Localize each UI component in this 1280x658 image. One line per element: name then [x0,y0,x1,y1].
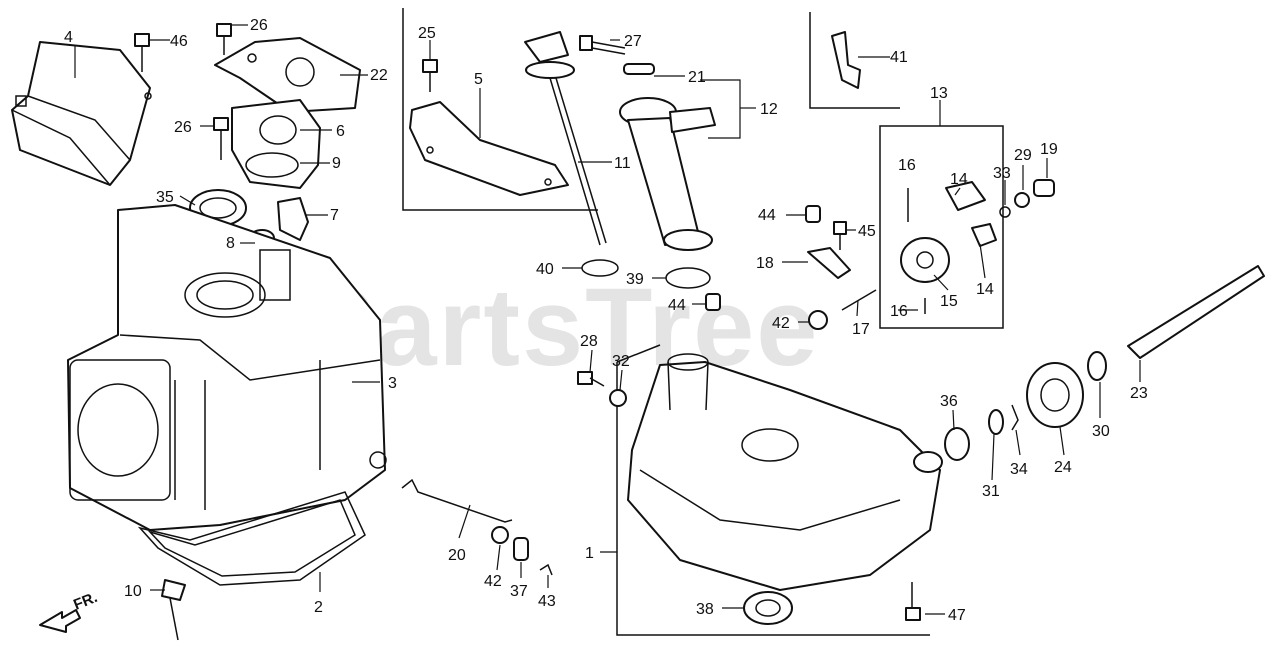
callout-32: 32 [612,353,630,370]
callout-30: 30 [1092,423,1110,440]
callout-16b: 16 [890,303,908,320]
part-20-arm [401,478,513,523]
callout-24: 24 [1054,459,1072,476]
callout-labels: 1 2 3 4 5 6 7 8 9 10 11 12 13 14 14 15 1… [64,17,1148,624]
watermark: PartsTree [300,266,819,389]
callout-43: 43 [538,593,556,610]
part-11-dipstick [524,31,607,246]
callout-3: 3 [388,375,397,392]
callout-42a: 42 [772,315,790,332]
part-2-gasket [137,491,366,586]
part-47-bolt [905,582,921,621]
callout-14b: 14 [976,281,994,298]
part-41-lever [831,31,861,89]
callout-18: 18 [756,255,774,272]
part-13-governor [900,179,1055,314]
callout-40: 40 [536,261,554,278]
callout-34: 34 [1010,461,1028,478]
callout-37: 37 [510,583,528,600]
callout-4: 4 [64,29,73,46]
callout-5: 5 [474,71,483,88]
part-24-gear [1026,362,1084,428]
callout-2: 2 [314,599,323,616]
part-6-chamber [231,99,321,189]
part-36-oil-seal [944,427,970,461]
group-box-lever [809,12,900,109]
part-5-gasket [409,101,569,196]
group-box-crankcase-top [616,344,661,363]
callout-22: 22 [370,67,388,84]
callout-28: 28 [580,333,598,350]
part-28-bolt [577,371,605,387]
callout-10: 10 [124,583,142,600]
callout-26b: 26 [174,119,192,136]
callout-31: 31 [982,483,1000,500]
part-4-bracket [11,41,152,186]
part-1-crankcase-cover [627,353,943,591]
part-18-arm [807,247,851,279]
group-box-dipstick [402,8,598,211]
callout-13: 13 [930,85,948,102]
callout-8: 8 [226,235,235,252]
callout-27: 27 [624,33,642,50]
callout-20: 20 [448,547,466,564]
callout-14a: 14 [950,171,968,188]
callout-7: 7 [330,207,339,224]
part-3-cylinder-block [67,204,387,531]
part-37-bushing [513,537,529,561]
callout-36: 36 [940,393,958,410]
part-22-plate [214,37,361,113]
callout-47: 47 [948,607,966,624]
front-direction-arrow-icon: FR. [39,589,100,633]
callout-16a: 16 [898,157,916,174]
callout-44a: 44 [758,207,776,224]
callout-25: 25 [418,25,436,42]
part-10-stud [161,579,186,641]
callout-45: 45 [858,223,876,240]
callout-26a: 26 [250,17,268,34]
callout-41: 41 [890,49,908,66]
group-box-crankcase [616,362,930,636]
front-direction-label: FR. [71,589,100,614]
callout-29: 29 [1014,147,1032,164]
part-17-pin [841,289,877,311]
leader-lines [74,24,1141,615]
part-44-sleeve [705,293,721,311]
callout-19: 19 [1040,141,1058,158]
callout-15: 15 [940,293,958,310]
part-34-clip [1011,404,1019,431]
part-32-washer [609,389,627,407]
callout-12: 12 [760,101,778,118]
part-12-filler-tube [619,97,716,251]
callout-6: 6 [336,123,345,140]
callout-1: 1 [585,545,594,562]
part-43-clip [539,563,553,576]
bolt-icon [134,23,438,160]
part-7-wedge [277,197,309,241]
part-30-washer [1087,351,1107,381]
callout-46: 46 [170,33,188,50]
part-42-washer-upper [808,310,828,330]
callout-17: 17 [852,321,870,338]
callout-33: 33 [993,165,1011,182]
group-box-governor [879,125,1004,329]
callout-21: 21 [688,69,706,86]
callout-9: 9 [332,155,341,172]
part-23-shaft [1127,265,1265,359]
callout-44b: 44 [668,297,686,314]
part-31-washer [988,409,1004,435]
callout-11: 11 [614,155,631,172]
part-27-bolt [579,35,655,75]
part-38-oil-seal [743,591,793,625]
callout-39: 39 [626,271,644,288]
part-45-bolt [833,221,847,250]
part-42-washer-lower [491,526,509,544]
callout-38: 38 [696,601,714,618]
callout-23: 23 [1130,385,1148,402]
part-44-sleeve-upper [805,205,821,223]
callout-35: 35 [156,189,174,206]
callout-42b: 42 [484,573,502,590]
